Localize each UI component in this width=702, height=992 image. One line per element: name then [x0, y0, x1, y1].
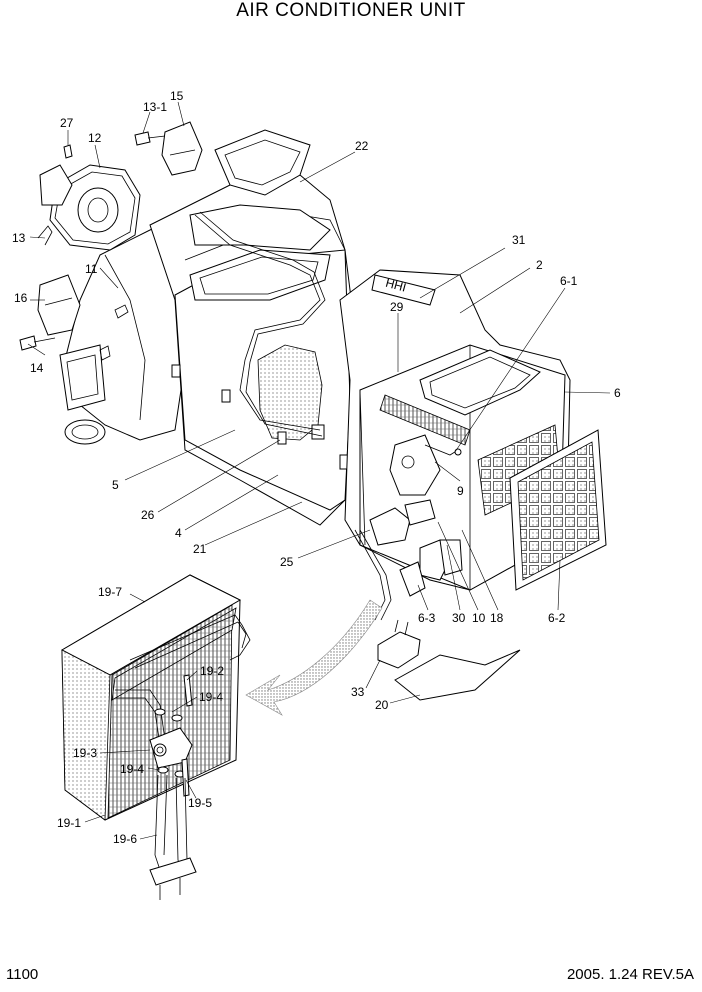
label-19-7: 19-7	[98, 585, 122, 599]
label-30: 30	[452, 611, 466, 625]
label-19-3: 19-3	[73, 746, 97, 760]
label-13-1: 13-1	[143, 100, 167, 114]
label-6-1: 6-1	[560, 274, 578, 288]
assembly-arrow	[245, 599, 383, 716]
label-9: 9	[457, 484, 464, 498]
label-21: 21	[193, 542, 207, 556]
label-25: 25	[280, 555, 294, 569]
label-14: 14	[30, 361, 44, 375]
label-5: 5	[112, 478, 119, 492]
label-6-3: 6-3	[418, 611, 436, 625]
label-19-6: 19-6	[113, 832, 137, 846]
hhi-decal: HHI	[384, 276, 408, 295]
label-29: 29	[390, 300, 404, 314]
label-26: 26	[141, 508, 155, 522]
label-22: 22	[355, 139, 369, 153]
revision-date: 2005. 1.24 REV.5A	[566, 966, 694, 983]
label-19-4-lower: 19-4	[120, 762, 144, 776]
label-15: 15	[170, 89, 184, 103]
label-19-4-upper: 19-4	[199, 690, 223, 704]
label-12: 12	[88, 131, 102, 145]
leader-lines	[27, 101, 611, 840]
main-housing	[59, 129, 356, 526]
label-16: 16	[14, 291, 28, 305]
label-19-2: 19-2	[200, 664, 224, 678]
blower-motor	[37, 144, 141, 251]
part-labels: 15 13-1 27 12 22 13 11 31 2 6-1 16 29 14…	[12, 89, 621, 846]
filter-frame	[509, 429, 607, 591]
actuator-top	[134, 121, 203, 176]
label-10: 10	[472, 611, 486, 625]
label-4: 4	[175, 526, 182, 540]
label-33: 33	[351, 685, 365, 699]
label-6-2: 6-2	[548, 611, 566, 625]
label-2: 2	[536, 258, 543, 272]
label-31: 31	[512, 233, 526, 247]
evaporator-core	[60, 574, 251, 900]
drain-parts	[377, 619, 521, 701]
label-19-5: 19-5	[188, 796, 212, 810]
label-6: 6	[614, 386, 621, 400]
label-20: 20	[375, 698, 389, 712]
label-11: 11	[85, 262, 98, 276]
label-13: 13	[12, 231, 26, 245]
page-title: AIR CONDITIONER UNIT	[236, 0, 466, 21]
actuator-left	[19, 274, 81, 351]
label-19-1: 19-1	[57, 816, 81, 830]
label-27: 27	[60, 116, 74, 130]
label-18: 18	[490, 611, 504, 625]
page-number: 1100	[6, 966, 39, 983]
